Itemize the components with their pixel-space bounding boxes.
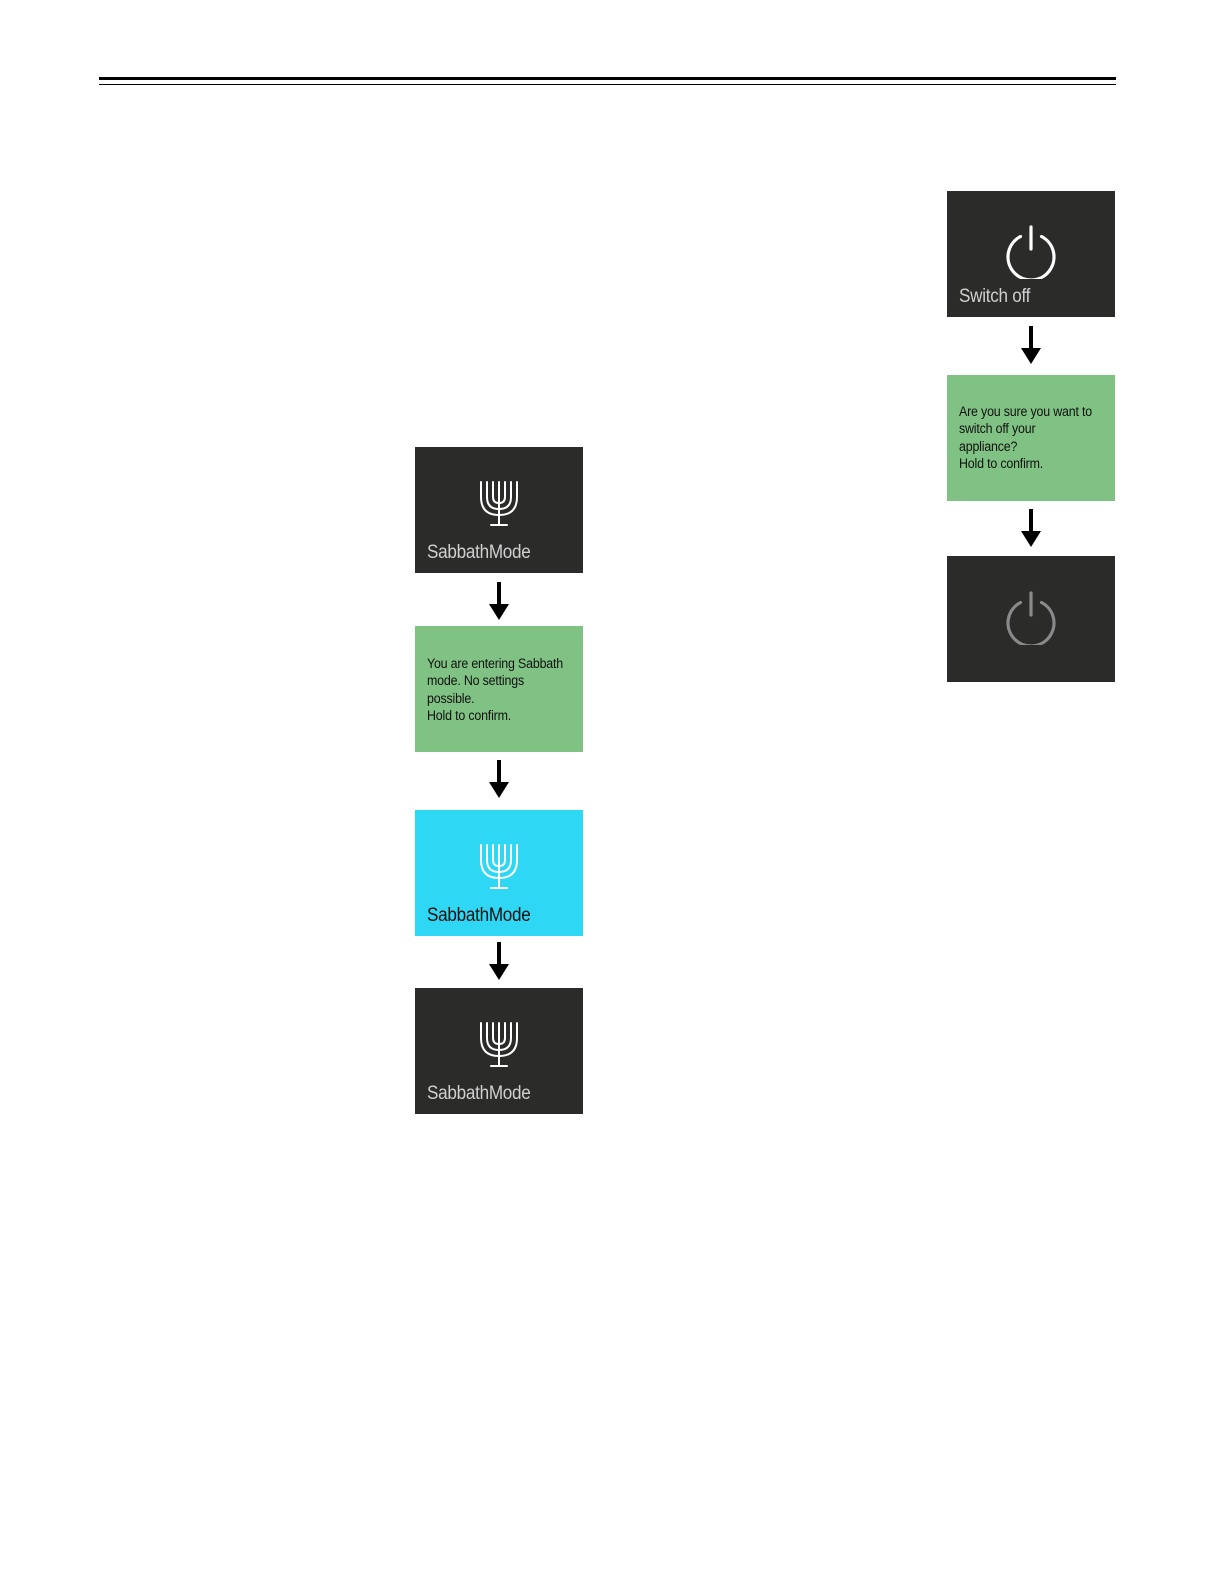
menorah-icon <box>473 1022 525 1072</box>
power-icon <box>1004 591 1058 645</box>
header-rule-thick <box>99 77 1116 80</box>
arrow-down-icon <box>1019 326 1043 364</box>
appliance-off-screen <box>947 556 1115 682</box>
arrow-down-icon <box>1019 509 1043 547</box>
menorah-icon <box>473 481 525 531</box>
sabbath-mode-label: SabbathMode <box>427 1083 531 1105</box>
header-rule-thin <box>99 84 1116 85</box>
sabbath-confirm-dialog[interactable]: You are entering Sabbath mode. No settin… <box>415 626 583 752</box>
switch-off-tile[interactable]: Switch off <box>947 191 1115 317</box>
power-icon <box>1004 225 1058 279</box>
switch-off-confirm-message: Are you sure you want to switch off your… <box>959 403 1099 472</box>
arrow-down-icon <box>487 942 511 980</box>
menorah-icon <box>473 844 525 894</box>
sabbath-mode-tile-active-state[interactable]: SabbathMode <box>415 988 583 1114</box>
sabbath-mode-label: SabbathMode <box>427 905 531 927</box>
arrow-down-icon <box>487 760 511 798</box>
sabbath-confirm-message: You are entering Sabbath mode. No settin… <box>427 655 567 724</box>
sabbath-mode-tile[interactable]: SabbathMode <box>415 447 583 573</box>
sabbath-mode-tile-active[interactable]: SabbathMode <box>415 810 583 936</box>
switch-off-label: Switch off <box>959 286 1030 308</box>
sabbath-mode-label: SabbathMode <box>427 542 531 564</box>
arrow-down-icon <box>487 582 511 620</box>
switch-off-confirm-dialog[interactable]: Are you sure you want to switch off your… <box>947 375 1115 501</box>
